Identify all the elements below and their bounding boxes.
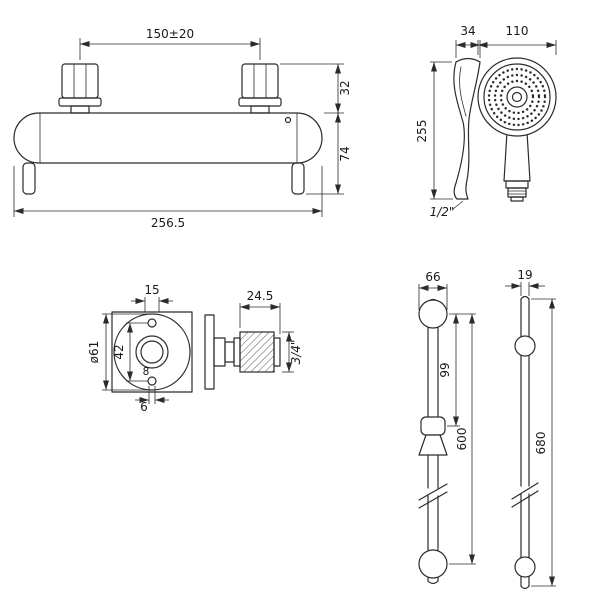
dim-fixing-centres: 42 <box>112 322 148 382</box>
dim-handset-thread: 1/2" <box>430 200 464 219</box>
mixer-body <box>13 112 323 195</box>
dimension-label: 6 <box>140 400 148 414</box>
break-mark <box>418 491 448 509</box>
dim-head-diameter: 110 <box>477 24 557 55</box>
slide-rail-view: 19 680 <box>505 268 556 590</box>
dim-bracket-width: 66 <box>418 270 448 310</box>
mixer-leg-right <box>291 162 305 195</box>
mixer-handle-right <box>238 63 282 114</box>
rail-knob-bottom <box>514 556 536 578</box>
dimension-label: 8 <box>143 366 150 378</box>
hand-shower-side-view: 34 255 1/2" <box>415 24 481 219</box>
break-mark <box>511 490 539 508</box>
dim-tube-width: 19 <box>505 268 545 296</box>
dim-bottom-slot: 6 <box>135 386 169 414</box>
dimension-label: 99 <box>438 362 452 377</box>
spray-nozzle-ring <box>499 79 535 115</box>
dim-rail-overall-length: 680 <box>531 298 556 587</box>
handset-handle <box>503 131 531 182</box>
dim-handset-length: 255 <box>415 61 453 200</box>
wall-plate-edge <box>204 314 215 390</box>
dimension-label: 3/4" <box>289 340 303 365</box>
dimension-label: 74 <box>338 146 352 161</box>
spray-nozzle-ring <box>487 67 547 127</box>
dimension-label: 150±20 <box>146 27 194 41</box>
dim-head-depth: 34 <box>455 24 481 58</box>
slide-rail-with-holder-view: 66 99 600 <box>418 270 476 585</box>
dimension-label: 110 <box>506 24 529 38</box>
dim-overall-width: 256.5 <box>13 166 323 230</box>
dimension-label: ø61 <box>87 341 101 364</box>
dimension-label: 24.5 <box>247 289 274 303</box>
break-mark <box>511 482 539 500</box>
dimension-label: 19 <box>517 268 532 282</box>
dimension-label: 34 <box>460 24 475 38</box>
dim-body-diameter: ø61 <box>87 313 148 391</box>
rail-bracket-bottom <box>418 549 448 579</box>
diverter-button <box>284 116 292 124</box>
dimension-label: 1/2" <box>430 205 455 219</box>
dim-holder-offset: 99 <box>438 313 476 427</box>
dimension-label: 680 <box>534 432 548 455</box>
threaded-section <box>239 331 275 373</box>
dim-valve-thread: 3/4" <box>282 331 303 373</box>
dimension-label: 256.5 <box>151 216 185 230</box>
bottom-fixing-hole <box>147 376 157 386</box>
mixer-handle-left <box>58 63 102 114</box>
dim-top-slot: 15 <box>131 283 173 312</box>
dim-rail-fixing-centres: 600 <box>449 314 476 565</box>
dim-projection: 24.5 <box>239 289 281 334</box>
dim-handle-centres: 150±20 <box>79 27 261 60</box>
valve-section-view: 15 ø61 42 6 8 <box>87 283 193 414</box>
hand-shower-front-view: 110 <box>477 24 557 202</box>
rail-knob-top <box>514 335 536 357</box>
spray-nozzle-ring <box>493 73 541 121</box>
dimension-label: 255 <box>415 120 429 143</box>
dimension-label: 32 <box>338 80 352 95</box>
valve-cartridge-side-view: 24.5 3/4" <box>204 289 303 390</box>
mixer-leg-left <box>22 162 36 195</box>
dimension-label: 66 <box>425 270 440 284</box>
dim-handle-height: 32 74 <box>280 63 352 195</box>
valve-body-circle <box>113 313 191 391</box>
top-fixing-hole <box>147 318 157 328</box>
dimension-label: 15 <box>144 283 159 297</box>
handset-connector <box>505 180 529 189</box>
dimension-label: 42 <box>112 344 126 359</box>
handset-holder <box>420 416 446 436</box>
valve-backplate <box>111 311 193 393</box>
mixer-front-view: 150±20 32 74 256.5 <box>13 27 352 230</box>
break-mark <box>418 483 448 501</box>
dimension-label: 600 <box>455 428 469 451</box>
rail-bracket-top <box>418 299 448 329</box>
